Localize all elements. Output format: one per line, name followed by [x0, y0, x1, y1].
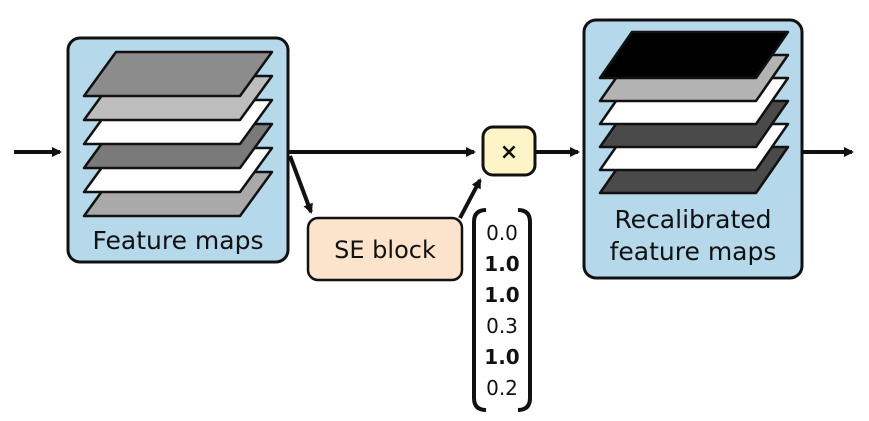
channel-weight-2: 1.0: [484, 252, 519, 276]
recalibrated-label-line2: feature maps: [610, 237, 777, 266]
recalibrated-map-layer-1: [598, 30, 790, 80]
to-se-block-arrow: [288, 155, 313, 214]
feature-map-layer-1: [82, 50, 274, 98]
recalibrated-feature-map-layers: [598, 30, 790, 195]
multiply-node: [481, 125, 537, 177]
se-to-multiply-arrow: [458, 178, 482, 219]
channel-weight-4: 0.3: [486, 314, 518, 338]
se-block-box: [306, 216, 464, 282]
feature-map-layers: [82, 50, 274, 218]
channel-weight-1: 0.0: [486, 221, 518, 245]
weights-left-bracket: [472, 208, 487, 412]
channel-weight-5: 1.0: [484, 345, 519, 369]
se-block-label: SE block: [334, 236, 436, 264]
weights-right-bracket: [517, 208, 532, 412]
multiply-symbol: ×: [500, 140, 518, 165]
feature-maps-label: Feature maps: [93, 226, 264, 255]
channel-weight-6: 0.2: [486, 376, 518, 400]
recalibrated-label-line1: Recalibrated: [614, 205, 771, 234]
channel-weight-3: 1.0: [484, 283, 519, 307]
channel-weights: 0.0 1.0 1.0 0.3 1.0 0.2: [484, 221, 519, 400]
